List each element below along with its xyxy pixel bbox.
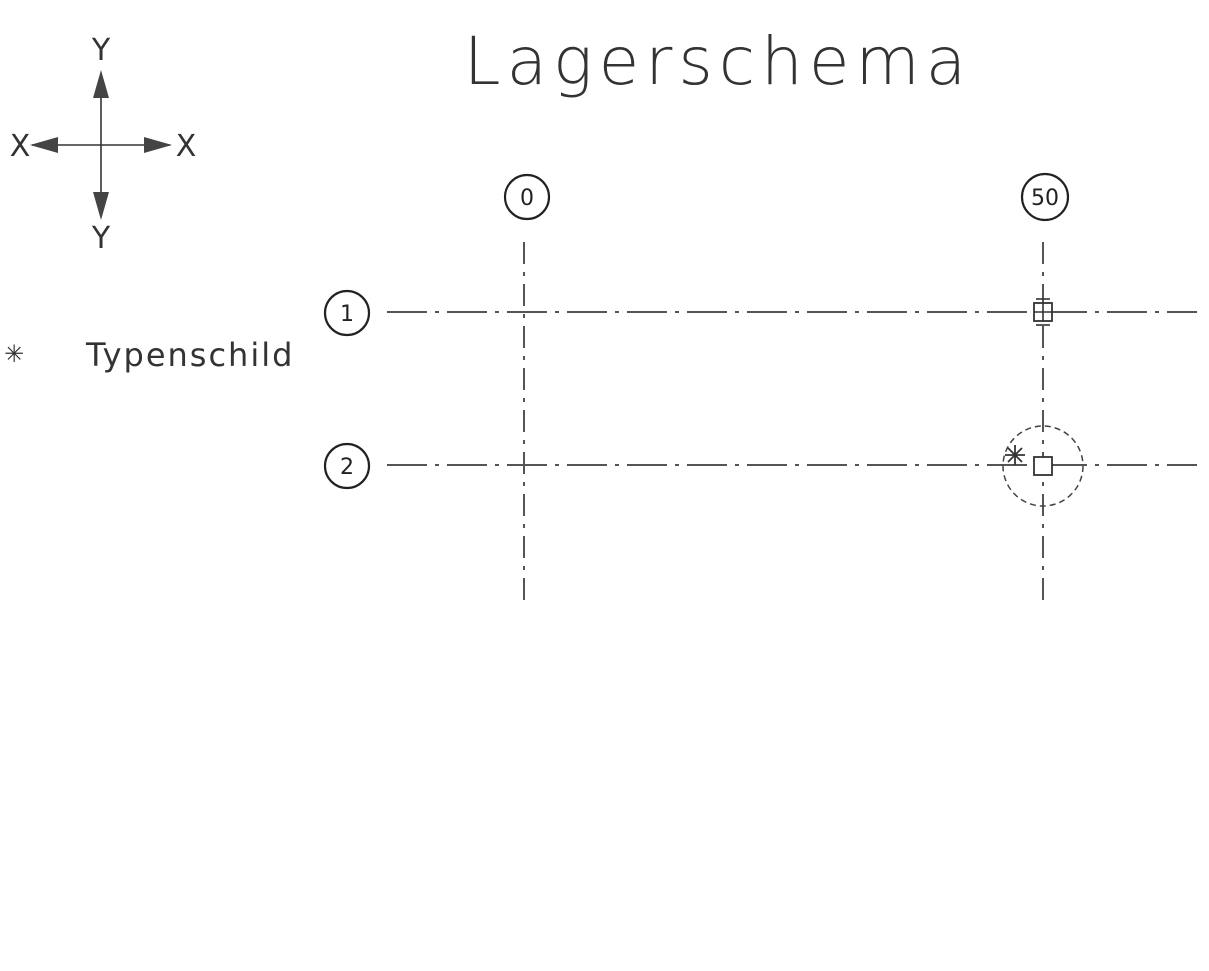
bearing-square-icon <box>1033 456 1053 476</box>
axis-y-bottom-label: Y <box>91 221 111 256</box>
grid-column-bubble-50: 50 <box>1020 172 1070 222</box>
grid-row-bubble-1: 1 <box>323 289 371 337</box>
nameplate-legend: ✳ Typenschild <box>4 336 294 374</box>
row-bubble-circle <box>323 289 371 337</box>
axis-x-left-label: X <box>10 129 31 164</box>
nameplate-asterisk-icon <box>1005 445 1025 465</box>
arrow-left-icon <box>30 137 58 153</box>
grid-column-label-50: 50 <box>1031 186 1059 211</box>
bearing-50-2 <box>1002 425 1084 507</box>
grid-row-label-1: 1 <box>340 302 354 327</box>
arrow-right-icon <box>144 137 172 153</box>
grid-axes <box>387 242 1197 606</box>
column-bubble-circle <box>1020 172 1070 222</box>
bearing-zone-circle <box>1002 425 1084 507</box>
nameplate-legend-label: Typenschild <box>85 336 294 374</box>
arrow-down-icon <box>93 192 109 220</box>
column-bubble-circle <box>503 173 551 221</box>
axes-direction-legend: Y Y X X <box>10 33 197 256</box>
asterisk-stroke <box>1007 447 1023 463</box>
grid-row-label-2: 2 <box>340 455 354 480</box>
arrow-up-icon <box>93 70 109 98</box>
row-bubble-circle <box>323 442 371 490</box>
axis-x-right-label: X <box>176 129 197 164</box>
grid-row-bubble-2: 2 <box>323 442 371 490</box>
grid-column-bubble-0: 0 <box>503 173 551 221</box>
grid-column-label-0: 0 <box>520 186 534 211</box>
bearing-50-1 <box>1033 298 1053 326</box>
axis-y-top-label: Y <box>91 33 111 68</box>
asterisk-icon: ✳ <box>4 340 24 368</box>
diagram-title: Lagerschema <box>464 23 972 100</box>
